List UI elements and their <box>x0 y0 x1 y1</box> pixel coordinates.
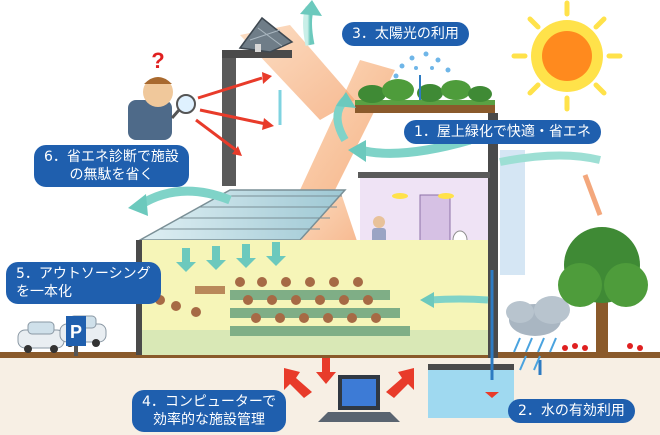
curtain-wall <box>500 150 525 275</box>
label-water: 2．水の有効利用 <box>508 399 635 423</box>
label-outsourcing: 5．アウトソーシング を一本化 <box>6 262 161 304</box>
magnifier-person-icon <box>128 77 196 140</box>
parking-sign-letter: P <box>70 322 82 342</box>
glass-roof-grid <box>160 195 342 230</box>
label-computer-line-1: 4．コンピューターで <box>142 394 277 410</box>
label-outsourcing-line-2: を一本化 <box>16 284 72 300</box>
label-diagnosis-line-2: の無駄を省く <box>69 167 154 183</box>
label-diagnosis-line-1: 6．省エネ診断で施設 <box>44 149 179 165</box>
car-icon <box>17 315 107 353</box>
solar-panel-icon <box>238 16 294 53</box>
label-computer: 4．コンピューターで 効率的な施設管理 <box>132 390 287 432</box>
tree-icon <box>558 227 648 355</box>
upper-right-wall <box>488 113 498 358</box>
label-computer-line-2: 効率的な施設管理 <box>153 412 266 428</box>
water-tank <box>428 270 542 418</box>
inspection-arrows <box>195 72 274 156</box>
rain-cloud-icon <box>506 296 570 371</box>
label-rooftop: 1．屋上緑化で快適・省エネ <box>404 120 601 144</box>
sun-icon <box>511 0 623 112</box>
question-mark: ? <box>151 48 164 73</box>
laptop-arrows <box>284 358 414 398</box>
tower-roof <box>222 50 292 58</box>
natural-light-arrows <box>176 242 286 272</box>
label-diagnosis: 6．省エネ診断で施設 の無駄を省く <box>34 145 189 187</box>
parking-sign-icon <box>66 316 86 356</box>
label-outsourcing-line-1: 5．アウトソーシング <box>16 266 151 282</box>
audience <box>155 277 410 336</box>
label-solar: 3．太陽光の利用 <box>342 22 469 46</box>
laptop-icon <box>318 375 400 422</box>
tower-wall <box>222 56 236 186</box>
roof-garden <box>355 51 495 113</box>
